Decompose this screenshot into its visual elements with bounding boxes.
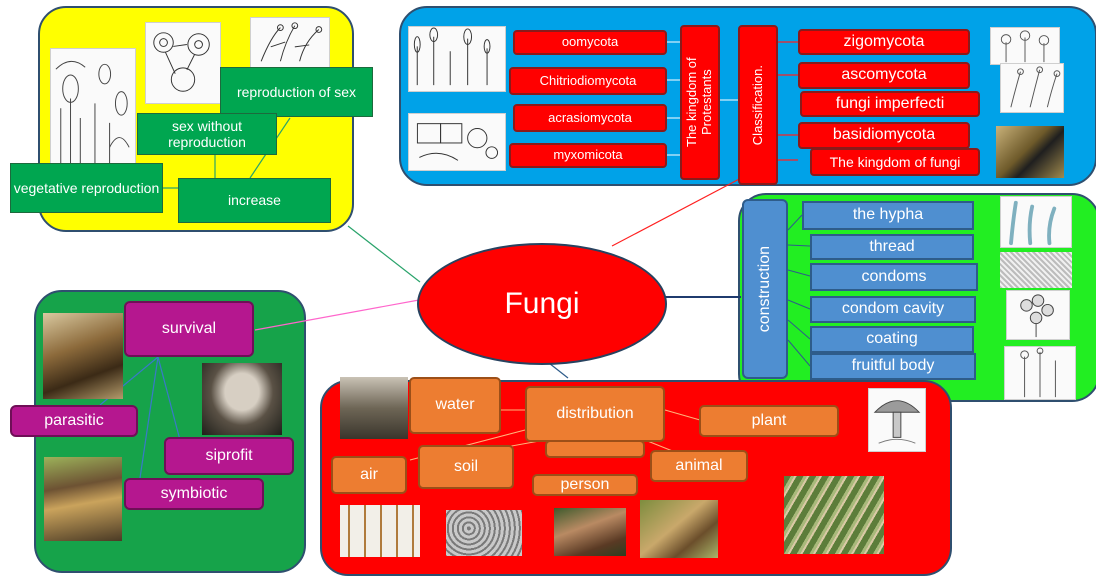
air-spores-photo xyxy=(340,505,420,557)
coating-box[interactable]: coating xyxy=(810,326,974,353)
symbiotic-box[interactable]: symbiotic xyxy=(124,478,264,510)
vegetative-reproduction-box[interactable]: vegetative reproduction xyxy=(10,163,163,213)
hypha-box[interactable]: the hypha xyxy=(802,201,974,230)
spore-cycle-illustration xyxy=(145,22,221,104)
plant-leaf-photo xyxy=(784,476,884,554)
sex-without-reproduction-box[interactable]: sex without reproduction xyxy=(137,113,277,155)
mushroom-photo xyxy=(202,363,282,435)
air-box[interactable]: air xyxy=(331,456,407,494)
coating-sketch xyxy=(1004,346,1076,400)
person-photo xyxy=(554,508,626,556)
condoms-sketch xyxy=(1006,290,1070,340)
mushroom-anatomy-sketch xyxy=(868,388,926,452)
kingdom-of-protestants-label: The kingdom of Protestants xyxy=(684,57,714,148)
acrasiomycota-box[interactable]: acrasiomycota xyxy=(513,104,667,132)
chitriodiomycota-box[interactable]: Chitriodiomycota xyxy=(509,67,667,95)
distribution-box[interactable]: distribution xyxy=(525,386,665,442)
ascomycota-box[interactable]: ascomycota xyxy=(798,62,970,89)
soil-box[interactable]: soil xyxy=(418,445,514,489)
construction-box[interactable]: construction xyxy=(742,199,788,379)
plant-box[interactable]: plant xyxy=(699,405,839,437)
parasitic-box[interactable]: parasitic xyxy=(10,405,138,437)
fungi-imperfecti-box[interactable]: fungi imperfecti xyxy=(800,91,980,117)
oomycota-sketch xyxy=(408,26,506,92)
ascomycota-sketch xyxy=(1000,63,1064,113)
distribution-base xyxy=(545,440,645,458)
construction-label: construction xyxy=(755,245,773,333)
water-mold-photo xyxy=(340,377,408,439)
siprofit-box[interactable]: siprofit xyxy=(164,437,294,475)
oomycota-box[interactable]: oomycota xyxy=(513,30,667,55)
reproduction-of-sex-box[interactable]: reproduction of sex xyxy=(220,67,373,117)
mycelium-illustration xyxy=(250,17,330,69)
fungi-label: Fungi xyxy=(504,287,580,320)
tree-fungus-photo xyxy=(44,457,122,541)
soil-photo xyxy=(446,510,522,556)
animal-box[interactable]: animal xyxy=(650,450,748,482)
fruitful-body-box[interactable]: fruitful body xyxy=(810,353,976,380)
fungi-center-node[interactable]: Fungi xyxy=(417,243,667,365)
condom-cavity-box[interactable]: condom cavity xyxy=(810,296,976,323)
animal-photo xyxy=(640,500,718,558)
basidiomycota-box[interactable]: basidiomycota xyxy=(798,122,970,149)
thread-box[interactable]: thread xyxy=(810,234,974,260)
wheat-ear-photo xyxy=(43,313,123,399)
myxomicota-box[interactable]: myxomicota xyxy=(509,143,667,168)
cell-structure-sketch xyxy=(408,113,506,171)
person-box[interactable]: person xyxy=(532,474,638,496)
kingdom-of-fungi-box[interactable]: The kingdom of fungi xyxy=(810,148,980,176)
zigomycota-sketch xyxy=(990,27,1060,65)
kingdom-of-protestants-box[interactable]: The kingdom of Protestants xyxy=(680,25,720,180)
classification-label: Classification. xyxy=(749,64,765,146)
increase-box[interactable]: increase xyxy=(178,178,331,223)
corn-smut-photo xyxy=(996,126,1064,178)
hypha-sketch xyxy=(1000,196,1072,248)
thread-texture xyxy=(1000,252,1072,288)
water-box[interactable]: water xyxy=(409,377,501,434)
condoms-box[interactable]: condoms xyxy=(810,263,978,291)
classification-box[interactable]: Classification. xyxy=(738,25,778,185)
survival-box[interactable]: survival xyxy=(124,301,254,357)
zigomycota-box[interactable]: zigomycota xyxy=(798,29,970,55)
